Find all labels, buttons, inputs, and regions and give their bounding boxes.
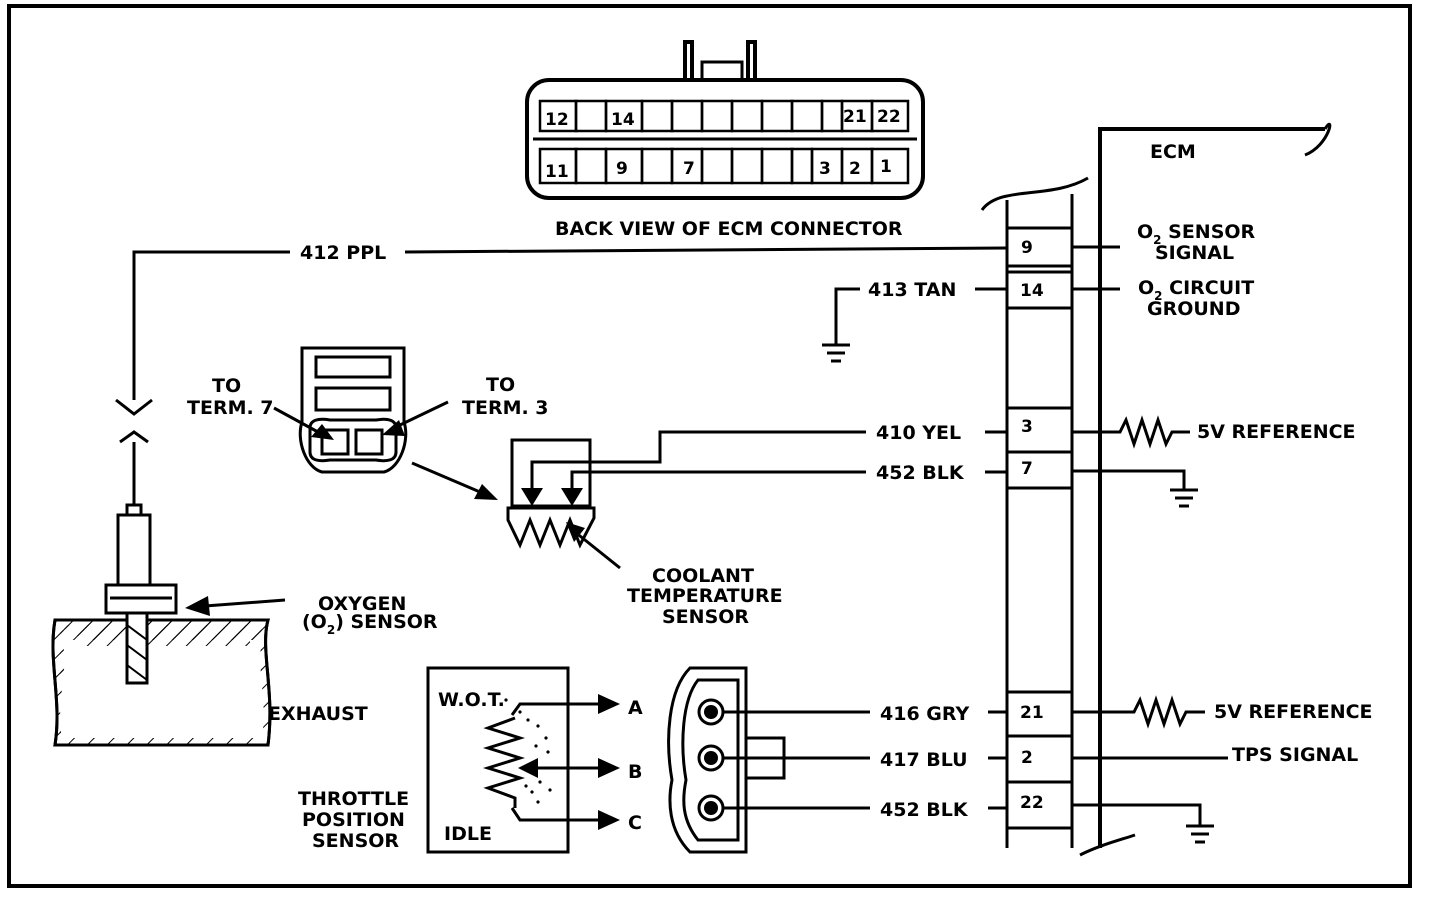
coolant-label-1: COOLANT bbox=[652, 565, 754, 587]
ecm-pin-14: 14 bbox=[1020, 281, 1044, 301]
pin3-5v-reference-label: 5V REFERENCE bbox=[1197, 421, 1356, 443]
wire-416-gry: 416 GRY bbox=[880, 703, 969, 725]
tps-terminal-a: A bbox=[628, 697, 643, 719]
connector-pin-3: 3 bbox=[819, 159, 831, 179]
ecm-pin-9: 9 bbox=[1021, 238, 1033, 258]
throttle-position-sensor bbox=[426, 666, 620, 854]
tps-label-1: THROTTLE bbox=[298, 788, 409, 810]
tps-wot-label: W.O.T. bbox=[438, 689, 505, 711]
wire-452-blk-tps: 452 BLK bbox=[880, 799, 969, 821]
ecm-pin-21: 21 bbox=[1020, 703, 1044, 723]
o2-circuit-ground-label-2: GROUND bbox=[1147, 298, 1240, 320]
tps-terminal-b: B bbox=[628, 761, 642, 783]
coolant-label-2: TEMPERATURE bbox=[627, 585, 783, 607]
coolant-label-3: SENSOR bbox=[662, 606, 749, 628]
o2-circuit-ground-label: O2 CIRCUIT bbox=[1138, 277, 1254, 303]
connector-pin-22: 22 bbox=[877, 107, 901, 127]
wire-412-ppl: 412 PPL bbox=[300, 242, 386, 264]
tps-signal-label: TPS SIGNAL bbox=[1232, 744, 1358, 766]
connector-pin-1: 1 bbox=[880, 157, 892, 177]
to-term3-line2: TERM. 3 bbox=[462, 397, 549, 419]
ecm-label: ECM bbox=[1150, 141, 1196, 163]
pin21-5v-reference-label: 5V REFERENCE bbox=[1214, 701, 1373, 723]
tps-terminal-c: C bbox=[628, 812, 642, 834]
ecm-connector-back-view: 12 14 21 22 11 9 7 3 2 1 bbox=[525, 40, 925, 200]
ecm-pin-2: 2 bbox=[1021, 748, 1033, 768]
oxygen-sensor bbox=[51, 398, 286, 747]
connector-pin-9: 9 bbox=[616, 159, 628, 179]
wire-413-tan: 413 TAN bbox=[868, 279, 956, 301]
exhaust-label: EXHAUST bbox=[268, 703, 368, 725]
tps-connector bbox=[667, 666, 786, 854]
tps-idle-label: IDLE bbox=[444, 823, 492, 845]
coolant-temperature-sensor bbox=[506, 438, 621, 570]
connector-pin-14: 14 bbox=[611, 110, 635, 130]
tps-label-3: SENSOR bbox=[312, 830, 399, 852]
oxygen-label-2: (O2) SENSOR bbox=[302, 611, 438, 637]
coolant-connector-plug bbox=[273, 346, 498, 500]
wire-452-blk-coolant: 452 BLK bbox=[876, 462, 965, 484]
oxygen-label-1: OXYGEN bbox=[318, 593, 406, 615]
o2-sensor-signal-label-2: SIGNAL bbox=[1155, 242, 1234, 264]
ecm-pin-7: 7 bbox=[1021, 459, 1033, 479]
connector-pin-7: 7 bbox=[683, 159, 695, 179]
to-term3-line1: TO bbox=[486, 374, 515, 396]
wire-410-yel: 410 YEL bbox=[876, 422, 961, 444]
connector-pin-12: 12 bbox=[545, 110, 569, 130]
diagram-border bbox=[7, 4, 1412, 888]
connector-pin-11: 11 bbox=[545, 162, 569, 182]
to-term7-line2: TERM. 7 bbox=[187, 397, 274, 419]
connector-pin-21: 21 bbox=[843, 107, 867, 127]
ecm-pin-22: 22 bbox=[1020, 793, 1044, 813]
connector-title: BACK VIEW OF ECM CONNECTOR bbox=[555, 218, 903, 240]
wire-417-blu: 417 BLU bbox=[880, 749, 968, 771]
connector-pin-2: 2 bbox=[849, 159, 861, 179]
to-term7-line1: TO bbox=[212, 375, 241, 397]
ecm-pin-3: 3 bbox=[1021, 417, 1033, 437]
tps-label-2: POSITION bbox=[302, 809, 405, 831]
o2-sensor-signal-label: O2 SENSOR bbox=[1137, 221, 1256, 247]
